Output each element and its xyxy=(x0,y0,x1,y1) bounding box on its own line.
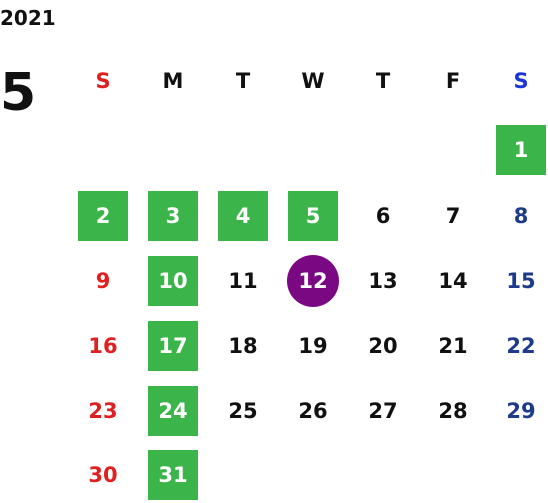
day-cell-13[interactable]: 13 xyxy=(368,269,398,293)
day-cell-16[interactable]: 16 xyxy=(88,334,118,358)
day-cell-17[interactable]: 17 xyxy=(148,321,198,371)
day-cell-26[interactable]: 26 xyxy=(298,399,328,423)
day-cell-22[interactable]: 22 xyxy=(506,334,536,358)
day-cell-27[interactable]: 27 xyxy=(368,399,398,423)
weekday-header-saturday: S xyxy=(513,69,529,93)
day-cell-20[interactable]: 20 xyxy=(368,334,398,358)
day-cell-28[interactable]: 28 xyxy=(438,399,468,423)
year-label: 2021 xyxy=(0,6,56,30)
day-cell-31[interactable]: 31 xyxy=(148,450,198,500)
weekday-header-sunday: S xyxy=(95,69,111,93)
weekday-header-wednesday: W xyxy=(301,69,325,93)
day-cell-2[interactable]: 2 xyxy=(78,191,128,241)
weekday-header-monday: M xyxy=(162,69,184,93)
day-cell-18[interactable]: 18 xyxy=(228,334,258,358)
day-cell-6[interactable]: 6 xyxy=(375,204,391,228)
day-cell-5[interactable]: 5 xyxy=(288,191,338,241)
day-cell-24[interactable]: 24 xyxy=(148,386,198,436)
day-cell-12[interactable]: 12 xyxy=(287,255,339,307)
day-cell-8[interactable]: 8 xyxy=(513,204,529,228)
weekday-header-friday: F xyxy=(445,69,461,93)
day-cell-10[interactable]: 10 xyxy=(148,256,198,306)
day-cell-30[interactable]: 30 xyxy=(88,463,118,487)
day-cell-25[interactable]: 25 xyxy=(228,399,258,423)
day-cell-29[interactable]: 29 xyxy=(506,399,536,423)
day-cell-1[interactable]: 1 xyxy=(496,125,546,175)
day-cell-3[interactable]: 3 xyxy=(148,191,198,241)
day-cell-11[interactable]: 11 xyxy=(228,269,258,293)
day-cell-4[interactable]: 4 xyxy=(218,191,268,241)
day-cell-21[interactable]: 21 xyxy=(438,334,468,358)
day-cell-19[interactable]: 19 xyxy=(298,334,328,358)
day-cell-7[interactable]: 7 xyxy=(445,204,461,228)
month-label: 5 xyxy=(0,63,37,123)
day-cell-23[interactable]: 23 xyxy=(88,399,118,423)
weekday-header-thursday: T xyxy=(375,69,391,93)
weekday-header-tuesday: T xyxy=(235,69,251,93)
day-cell-9[interactable]: 9 xyxy=(95,269,111,293)
day-cell-14[interactable]: 14 xyxy=(438,269,468,293)
day-cell-15[interactable]: 15 xyxy=(506,269,536,293)
